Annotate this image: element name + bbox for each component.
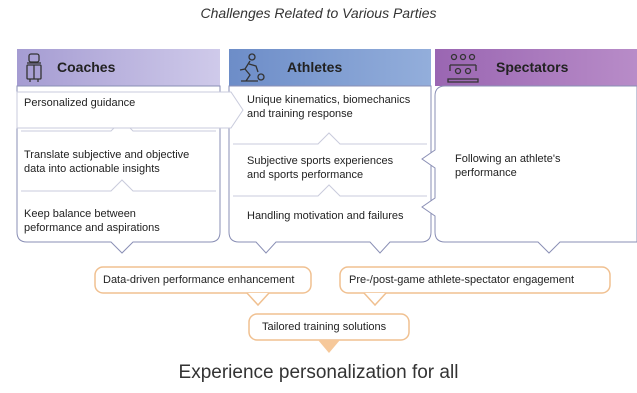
- coaches-item-2-line1: Translate subjective and objective: [24, 149, 190, 161]
- athletes-item-2-line2: and sports performance: [247, 169, 364, 181]
- coaches-divider-2: [21, 179, 216, 192]
- footer-statement: Experience personalization for all: [178, 362, 459, 383]
- coaches-item-1: Personalized guidance: [24, 97, 136, 109]
- spectators-header: Spectators: [496, 59, 569, 75]
- athletes-item-2-line1: Subjective sports experiences: [247, 155, 394, 167]
- coach-icon: [26, 53, 42, 82]
- pill-data-driven-tip: [246, 292, 270, 307]
- athletes-header: Athletes: [287, 59, 343, 75]
- spectators-item-1-line2: performance: [455, 167, 517, 179]
- spectators-body: [421, 85, 637, 254]
- pill-tailored-tip: [318, 340, 340, 353]
- athletes-item-1-line2: and training response: [247, 108, 353, 120]
- coaches-item-3-line2: peformance and aspirations: [24, 222, 160, 234]
- spectators-column: [421, 49, 637, 254]
- athletes-item-3: Handling motivation and failures: [247, 210, 404, 222]
- athletes-body: [228, 85, 432, 254]
- pill-engagement-tip: [363, 292, 387, 307]
- pill-data-driven: Data-driven performance enhancement: [103, 274, 295, 286]
- outcome-pills: [94, 266, 611, 353]
- athlete-icon: [239, 53, 265, 82]
- coaches-header-bg: [17, 49, 220, 86]
- spectators-icon: [447, 53, 479, 83]
- pill-tailored: Tailored training solutions: [262, 321, 387, 333]
- arrow-coach-to-athlete: [16, 91, 244, 129]
- coaches-item-2-line2: data into actionable insights: [24, 163, 160, 175]
- athletes-item-1-line1: Unique kinematics, biomechanics: [247, 94, 411, 106]
- pill-engagement-bg: [339, 266, 611, 294]
- page-title: Challenges Related to Various Parties: [200, 5, 437, 21]
- coaches-item-3-line1: Keep balance between: [24, 208, 136, 220]
- pill-engagement: Pre-/post-game athlete-spectator engagem…: [349, 274, 575, 286]
- athletes-divider-1: [233, 132, 427, 145]
- spectators-header-bg: [435, 49, 637, 86]
- coaches-header: Coaches: [57, 59, 116, 75]
- pill-data-driven-bg: [94, 266, 312, 294]
- spectators-item-1-line1: Following an athlete's: [455, 153, 561, 165]
- athletes-divider-2: [233, 184, 427, 197]
